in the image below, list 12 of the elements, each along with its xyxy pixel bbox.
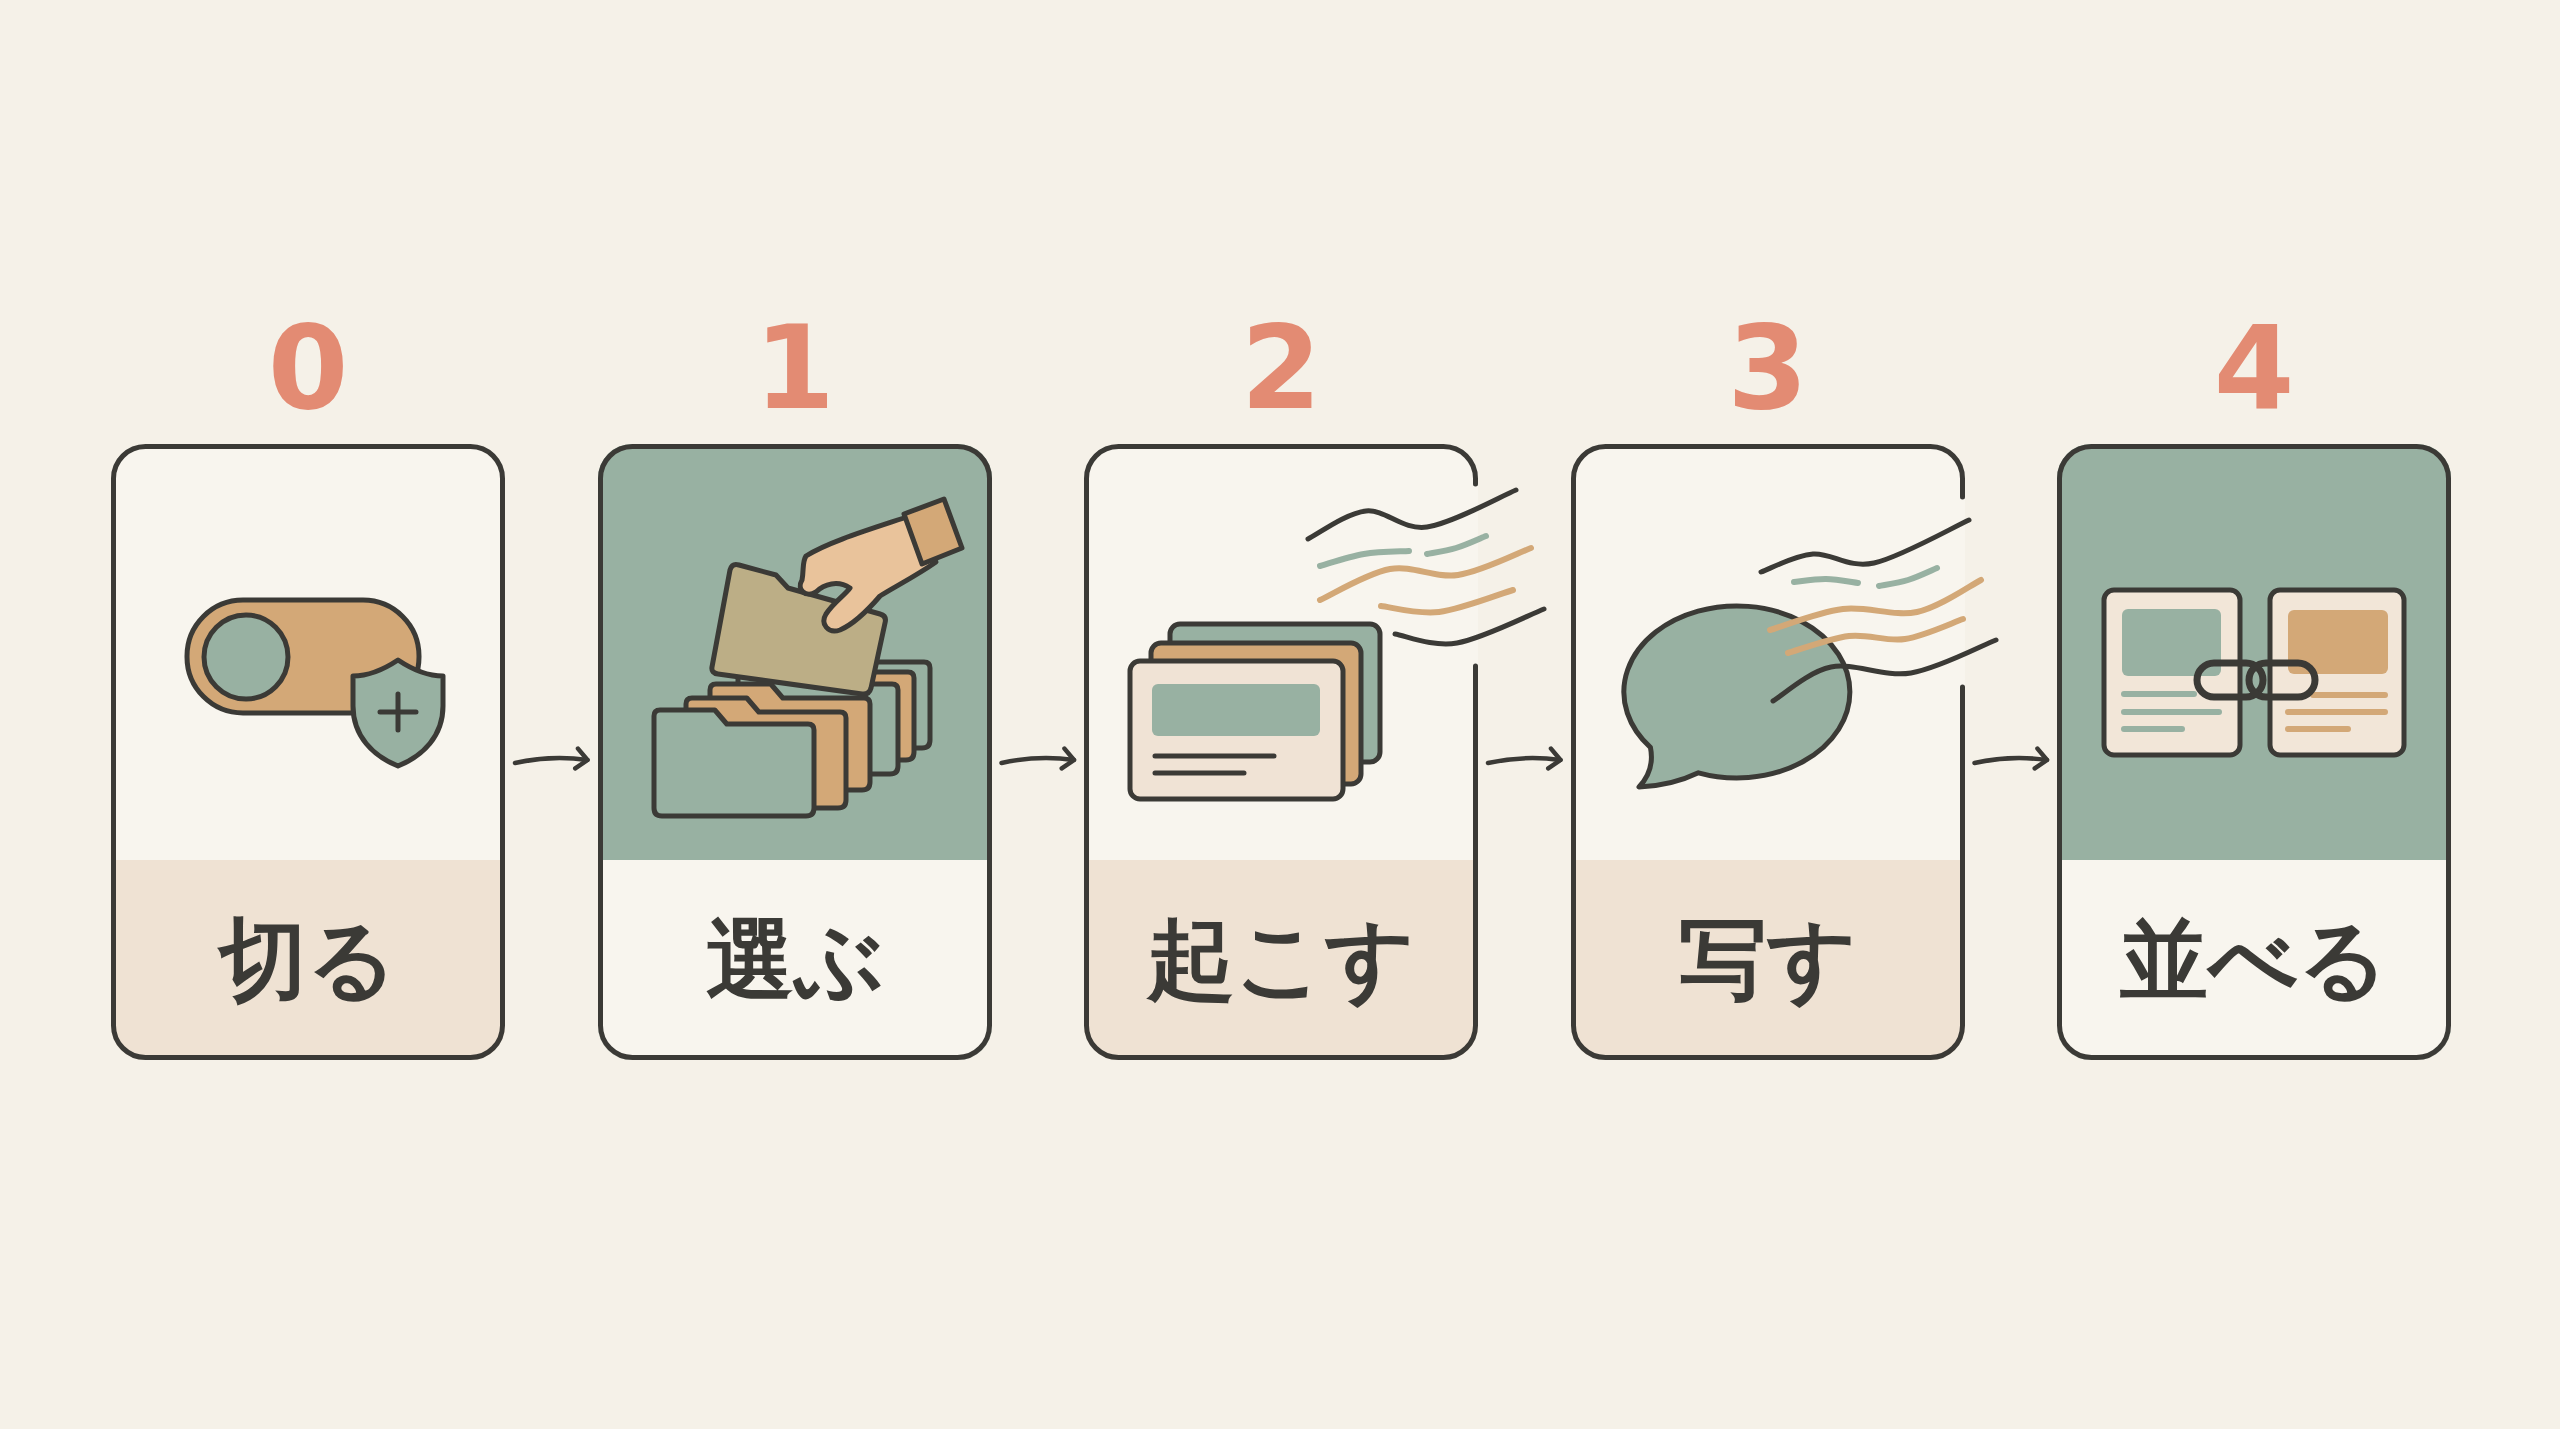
step-number: 1 <box>754 300 835 435</box>
arrow <box>512 746 590 771</box>
step-number: 3 <box>1727 300 1808 435</box>
step-number: 4 <box>2213 300 2295 435</box>
arrow <box>1485 746 1563 771</box>
step-label: 選ぶ <box>705 916 884 1004</box>
arrow <box>1972 746 2050 771</box>
arrow <box>999 746 1077 771</box>
step-number: 2 <box>1240 300 1322 435</box>
step-label: 並べる <box>2120 916 2388 1004</box>
step-number: 0 <box>267 300 349 435</box>
step-label: 切る <box>219 916 397 1004</box>
